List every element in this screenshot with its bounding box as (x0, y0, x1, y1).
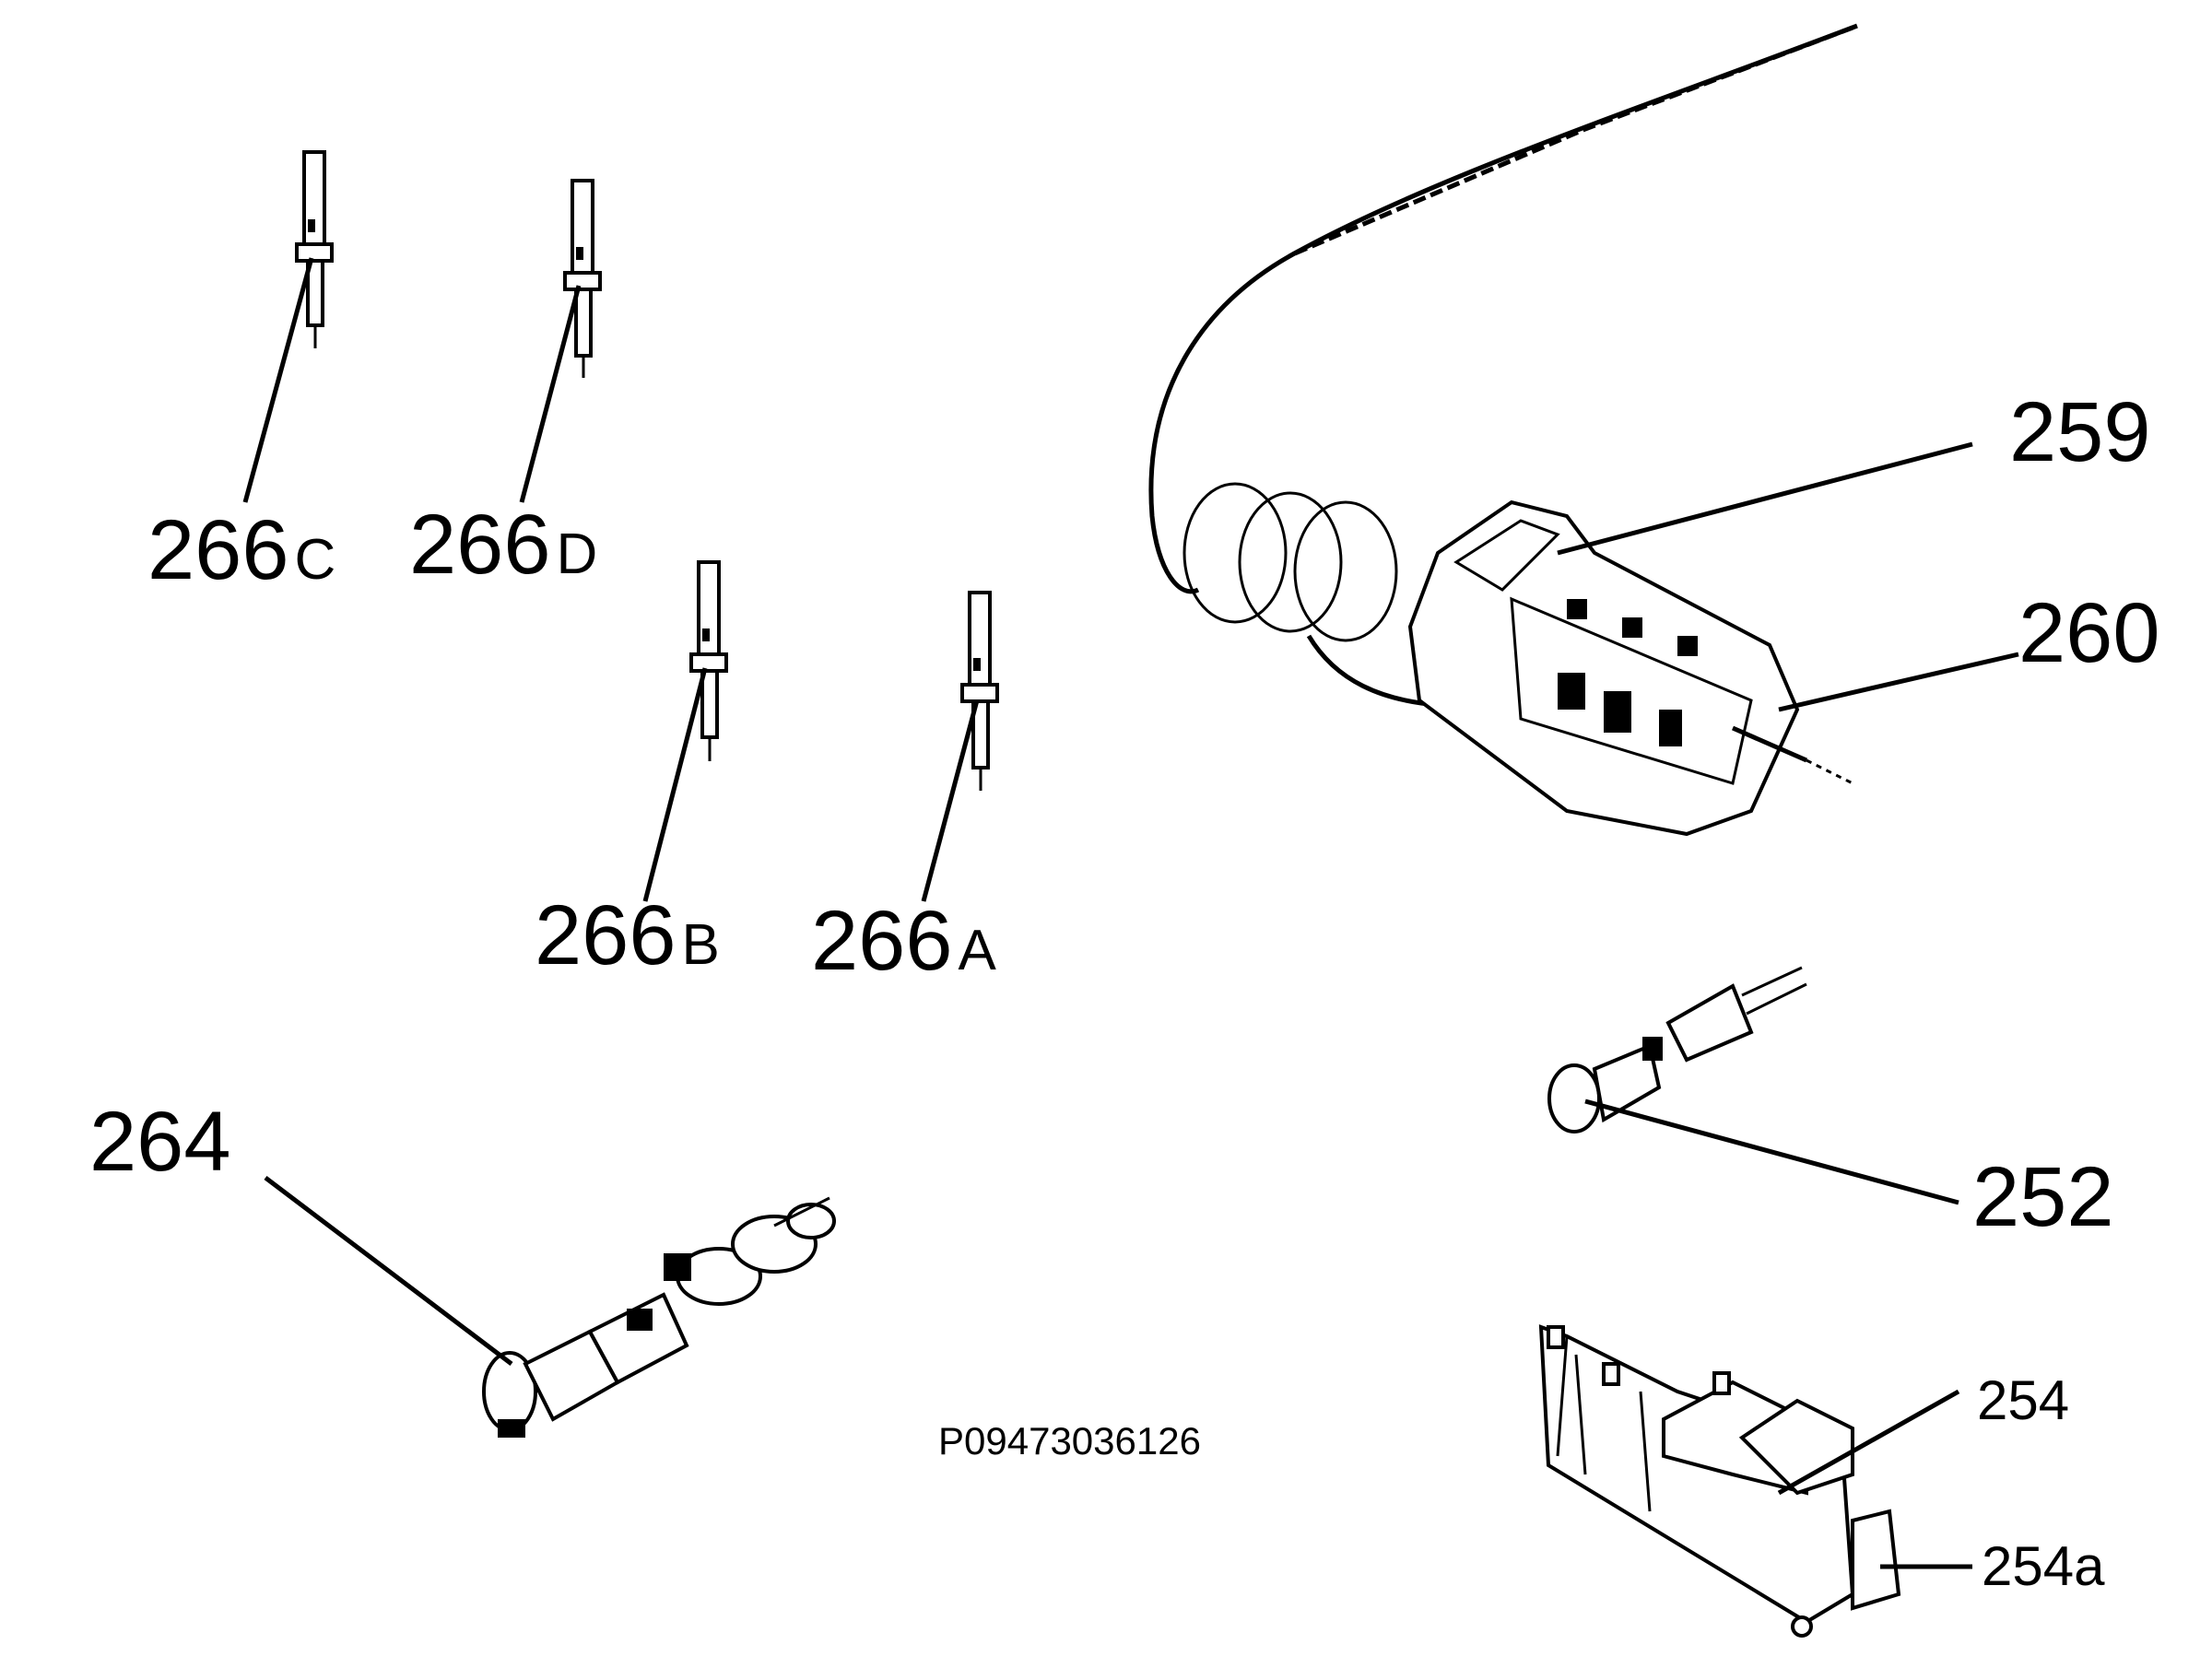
electrode-266c (295, 150, 334, 348)
label-266a: 266A (811, 894, 997, 988)
leader-266a (921, 699, 980, 902)
leader-260 (1778, 652, 2019, 712)
leader-266d (519, 285, 582, 503)
label-266d: 266D (409, 498, 597, 592)
leader-252 (1584, 1098, 1959, 1205)
label-266c: 266C (147, 503, 335, 597)
label-264: 264 (89, 1095, 231, 1189)
reference-code: P09473036126 (938, 1419, 1201, 1462)
spark-generator (1538, 1324, 1901, 1638)
thermostat-capillary (1148, 23, 1858, 708)
label-260: 260 (2018, 586, 2160, 680)
leader-266b (642, 667, 708, 902)
lamp-holder (1547, 966, 1807, 1134)
electrode-266d (563, 179, 602, 378)
leader-254 (1777, 1389, 1960, 1496)
label-252: 252 (1972, 1150, 2114, 1244)
electrode-266a (960, 591, 999, 791)
gas-tap-264 (482, 1196, 836, 1438)
thermostat-body (1407, 499, 1853, 837)
leader-259 (1557, 441, 1973, 556)
label-259: 259 (2009, 385, 2151, 479)
electrode-266b (689, 560, 728, 761)
label-254: 254 (1977, 1369, 2069, 1431)
leader-264 (264, 1176, 513, 1366)
leader-266c (242, 257, 314, 503)
label-266b: 266B (535, 888, 720, 982)
label-254a: 254a (1982, 1535, 2105, 1597)
